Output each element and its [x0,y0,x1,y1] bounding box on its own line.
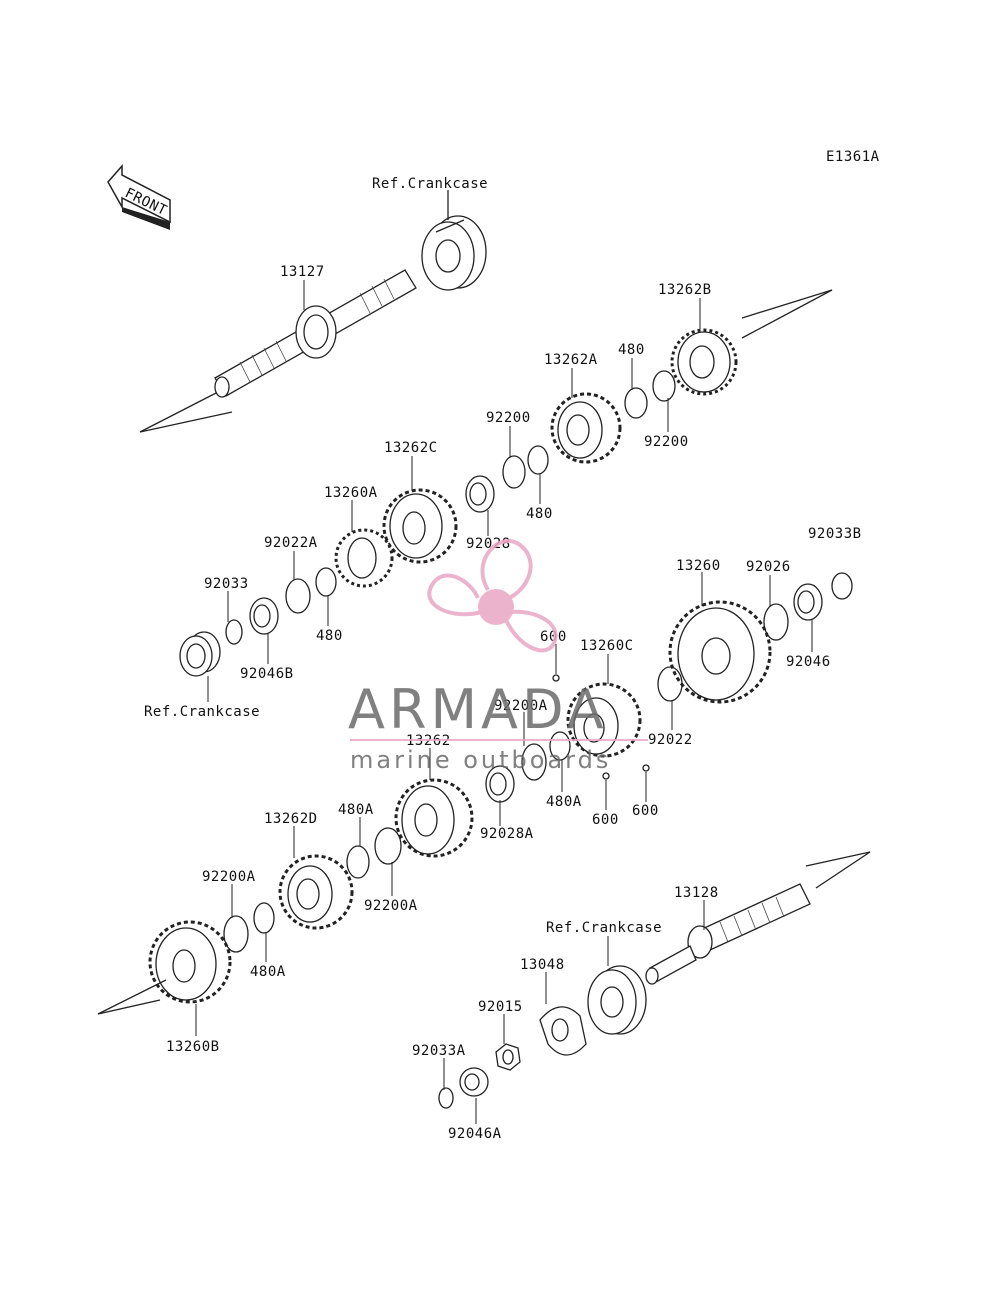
label-92200A-c: 92200A [364,898,418,914]
gear-13262C [382,488,458,564]
label-13262A: 13262A [544,352,598,368]
label-13260A: 13260A [324,485,378,501]
label-92046A: 92046A [448,1126,502,1142]
label-480-c: 480 [316,628,343,644]
watermark-tagline: marine outboards [350,746,611,774]
gear-13262B [670,328,738,396]
gear-13260 [668,600,772,704]
label-13128: 13128 [674,885,719,901]
label-480-b: 480 [526,506,553,522]
label-92046B: 92046B [240,666,294,682]
label-92022A: 92022A [264,535,318,551]
label-92033B: 92033B [808,526,862,542]
diagram-code: E1361A [826,149,880,165]
label-480A-c: 480A [250,964,286,980]
label-92015: 92015 [478,999,523,1015]
label-600-c: 600 [632,803,659,819]
bearing-bottom [587,965,647,1035]
label-600-b: 600 [592,812,619,828]
label-92028: 92028 [466,536,511,552]
needle-bearing-92028 [465,475,495,513]
gear-13262A [550,392,622,464]
label-92200A-b: 92200A [202,869,256,885]
needle-bearing-92046B [249,597,279,635]
label-92026: 92026 [746,559,791,575]
needle-bearing-92046A [459,1067,489,1097]
label-92200-a: 92200 [486,410,531,426]
label-13260: 13260 [676,558,721,574]
label-13262D: 13262D [264,811,318,827]
label-ref-crankcase-top: Ref.Crankcase [372,176,488,192]
label-480-a: 480 [618,342,645,358]
output-shaft-13128 [645,851,871,985]
gear-13262D [278,854,354,930]
bearing-left [179,631,221,677]
label-92046: 92046 [786,654,831,670]
label-480A-a: 480A [546,794,582,810]
needle-bearing-92046 [793,583,823,621]
label-600-a: 600 [540,629,567,645]
bearing-top [421,215,487,291]
label-92022: 92022 [648,732,693,748]
label-13260B: 13260B [166,1039,220,1055]
front-arrow-icon: FRONT [107,164,171,230]
label-13262B: 13262B [658,282,712,298]
label-92200-b: 92200 [644,434,689,450]
label-ref-crankcase-left: Ref.Crankcase [144,704,260,720]
label-13260C: 13260C [580,638,634,654]
label-ref-crankcase-bottom: Ref.Crankcase [546,920,662,936]
watermark-brand: ARMADA [348,678,608,741]
nut-92015 [495,1043,521,1071]
gear-13260B [148,920,232,1004]
label-92033A: 92033A [412,1043,466,1059]
label-92028A: 92028A [480,826,534,842]
propeller-logo-icon [427,539,558,653]
label-92200A-a: 92200A [494,698,548,714]
label-13262C: 13262C [384,440,438,456]
label-13048: 13048 [520,957,565,973]
cam-13048 [539,1006,587,1056]
armada-watermark: ARMADA marine outboards [348,539,648,774]
label-92033: 92033 [204,576,249,592]
gear-13260A [334,528,394,588]
gear-13262 [394,778,474,858]
label-13127: 13127 [280,264,325,280]
label-480A-b: 480A [338,802,374,818]
input-shaft-13127 [139,269,417,433]
